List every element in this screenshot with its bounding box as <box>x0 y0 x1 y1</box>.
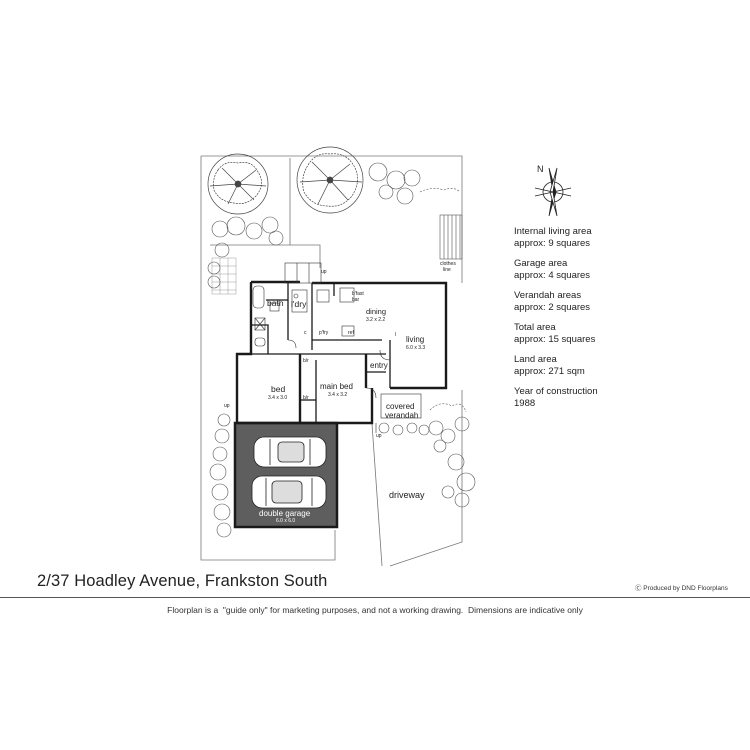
car-top <box>253 436 327 468</box>
car-bottom <box>251 475 327 509</box>
house-inner-walls <box>251 282 391 423</box>
year-of-construction-value: 1988 <box>514 397 536 409</box>
disclaimer: Floorplan is a "guide only" for marketin… <box>167 605 583 615</box>
dining-dimensions: 3.2 x 2.2 <box>366 317 385 323</box>
double-garage-label: double garage <box>259 509 311 518</box>
paving-grid <box>211 257 237 295</box>
step-up-label-2: up <box>224 403 230 409</box>
garage-area-title: Garage area <box>514 258 568 269</box>
driveway-label: driveway <box>389 490 425 500</box>
tree-right <box>296 146 364 214</box>
garage-area-block: Garage area approx: 4 squares <box>514 258 714 281</box>
tree-left <box>207 153 269 215</box>
linen-label: l <box>395 332 396 338</box>
total-area-title: Total area <box>514 322 556 333</box>
main-bed-dimensions: 3.4 x 3.2 <box>328 392 347 398</box>
north-label: N <box>537 164 544 174</box>
bed-label: bed <box>271 384 285 394</box>
dining-label: dining <box>366 307 386 316</box>
internal-living-area-block: Internal living area approx: 9 squares <box>514 226 714 249</box>
house-walls <box>235 280 448 425</box>
step-up-label-3: up <box>376 433 382 439</box>
main-bed-label: main bed <box>320 382 353 391</box>
bed-dimensions: 3.4 x 3.0 <box>268 395 287 401</box>
year-of-construction-title: Year of construction <box>514 386 598 397</box>
internal-living-area-title: Internal living area <box>514 226 592 237</box>
internal-living-area-value: approx: 9 squares <box>514 237 591 249</box>
pantry-label: p'fry <box>319 330 329 336</box>
breakfast-bar-label-2: bar <box>352 297 360 303</box>
total-area-block: Total area approx: 15 squares <box>514 322 714 345</box>
step-up-label-1: up <box>321 269 327 275</box>
living-label: living <box>406 335 424 344</box>
clothes-line-label-2: line <box>443 267 451 273</box>
verandah-area-title: Verandah areas <box>514 290 582 301</box>
garage-dimensions: 6.0 x 6.0 <box>276 518 295 524</box>
shrubs <box>207 162 476 538</box>
bath-label: bath <box>267 298 284 308</box>
north-arrow-icon <box>534 167 572 217</box>
garage-area-value: approx: 4 squares <box>514 269 591 281</box>
producer-credit: Ⓒ Produced by DND Floorplans <box>635 585 728 592</box>
living-dimensions: 6.0 x 3.3 <box>406 345 425 351</box>
land-area-value: approx: 271 sqm <box>514 365 585 377</box>
fridge-label: ref <box>348 330 354 336</box>
entry-label: entry <box>370 361 388 370</box>
land-area-title: Land area <box>514 354 557 365</box>
fixtures <box>252 262 422 433</box>
divider <box>0 597 750 598</box>
clothes-line-label-1: clothes <box>440 261 456 267</box>
breakfast-bar-label-1: b'fast <box>352 291 364 297</box>
built-in-robe-label-2: b/r <box>303 395 309 401</box>
covered-verandah-label-1: covered <box>386 402 414 411</box>
laundry-label: l'dry <box>291 299 307 309</box>
year-of-construction-block: Year of construction 1988 <box>514 386 714 409</box>
covered-verandah-label-2: verandah <box>385 411 418 420</box>
clothes-line <box>439 214 463 260</box>
verandah-area-block: Verandah areas approx: 2 squares <box>514 290 714 313</box>
total-area-value: approx: 15 squares <box>514 333 596 345</box>
land-area-block: Land area approx: 271 sqm <box>514 354 714 377</box>
robe-c-label: c <box>304 330 307 336</box>
area-info-panel: Internal living area approx: 9 squares G… <box>514 226 714 418</box>
built-in-robe-label-1: b/r <box>303 358 309 364</box>
verandah-area-value: approx: 2 squares <box>514 301 591 313</box>
property-address: 2/37 Hoadley Avenue, Frankston South <box>37 572 328 590</box>
